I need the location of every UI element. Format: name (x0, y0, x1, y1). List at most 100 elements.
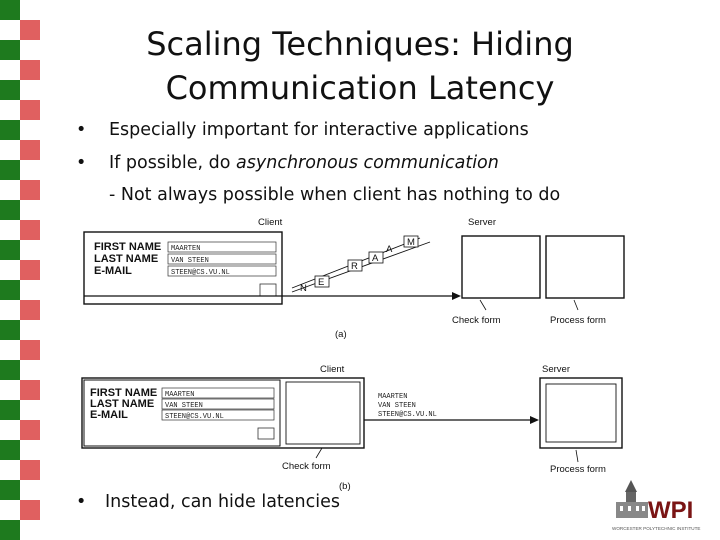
strip-square (0, 120, 20, 140)
strip-square (20, 380, 40, 400)
strip-square (20, 240, 40, 260)
strip-square (0, 520, 20, 540)
strip-square (0, 480, 20, 500)
diagram-a-small-button (259, 283, 277, 297)
strip-square (20, 140, 40, 160)
diagram-a-value-1: MAARTEN (171, 245, 200, 253)
diagram-a-client-label: Client (258, 217, 283, 228)
strip-square (20, 160, 40, 180)
diagram-b-msg-line-1: MAARTEN (378, 393, 407, 401)
strip-square (20, 60, 40, 80)
strip-square (0, 20, 20, 40)
diagram-a-letter-n: N (300, 283, 307, 294)
diagram-a-letter-a: A (372, 253, 379, 264)
bullet-text: Instead, can hide latencies (105, 492, 341, 512)
strip-square (0, 500, 20, 520)
diagram-a-letter-arrows: E R A M N A (291, 235, 431, 294)
strip-square (20, 460, 40, 480)
diagram-b-client-panel (285, 381, 361, 445)
strip-square (20, 220, 40, 240)
logo-wpi-text: WPI (648, 497, 693, 524)
strip-square (20, 80, 40, 100)
diagram-a: Client Server FIRST NAME LAST NAME E-MAI… (83, 217, 625, 340)
strip-square (0, 0, 20, 20)
diagram-a-field-3: E-MAIL (94, 265, 132, 277)
diagram-b-arrow-head (530, 416, 539, 424)
strip-square (20, 260, 40, 280)
diagram-b-value-2: VAN STEEN (165, 402, 203, 410)
decorative-strip (0, 0, 40, 540)
strip-square (20, 440, 40, 460)
diagram-b: Client Server FIRST NAME LAST NAME E-MAI… (81, 364, 623, 492)
diagram-b-msg-line-2: VAN STEEN (378, 402, 416, 410)
bullet-marker: • (76, 120, 87, 140)
strip-square (20, 320, 40, 340)
diagram-a-letter-box (314, 275, 330, 288)
diagram-b-field-1: FIRST NAME (90, 387, 157, 399)
strip-square (20, 520, 40, 540)
bullet-text-plain: If possible, do (109, 153, 237, 173)
strip-square (0, 100, 20, 120)
strip-square (20, 120, 40, 140)
bullet-text: Especially important for interactive app… (109, 120, 529, 140)
strip-square (20, 20, 40, 40)
strip-square (0, 180, 20, 200)
diagram-a-letter-m: M (407, 237, 415, 248)
bullet-marker: • (76, 492, 87, 512)
strip-square (20, 180, 40, 200)
diagram-a-input-3 (167, 265, 277, 277)
diagram-b-field-2: LAST NAME (90, 398, 154, 410)
strip-square (0, 260, 20, 280)
diagram-b-input-1 (161, 387, 275, 399)
diagram-b-server-label: Server (542, 364, 570, 375)
wpi-logo: WPI WORCESTER POLYTECHNIC INSTITUTE (612, 480, 700, 531)
diagram-a-letter-r: R (351, 261, 358, 272)
diagram-a-input-1 (167, 241, 277, 253)
diagram-b-small-button (257, 427, 275, 440)
diagram-b-process-form: Process form (550, 464, 606, 475)
diagram-a-check-form: Check form (452, 315, 501, 326)
strip-square (0, 360, 20, 380)
strip-square (0, 340, 20, 360)
diagram-a-value-3: STEEN@CS.VU.NL (171, 269, 230, 277)
strip-square (20, 300, 40, 320)
strip-square (0, 160, 20, 180)
diagram-b-msg-line-3: STEEN@CS.VU.NL (378, 411, 437, 419)
strip-square (0, 440, 20, 460)
diagram-a-arrow-head (452, 292, 461, 300)
title-line-2: Communication Latency (165, 69, 555, 107)
diagram-a-letter-e: E (318, 277, 324, 288)
diagram-a-caption: (a) (335, 329, 347, 340)
diagram-a-server-box-1 (461, 235, 541, 299)
strip-square (20, 100, 40, 120)
strip-square (20, 200, 40, 220)
diagram-a-field-1: FIRST NAME (94, 241, 161, 253)
bullet-marker: • (76, 153, 87, 173)
diagram-a-server-box-2 (545, 235, 625, 299)
strip-square (0, 280, 20, 300)
strip-square (20, 500, 40, 520)
strip-square (20, 340, 40, 360)
strip-square (0, 40, 20, 60)
diagram-b-value-1: MAARTEN (165, 391, 194, 399)
bullet-text: If possible, do asynchronous communicati… (109, 153, 499, 173)
strip-square (20, 420, 40, 440)
strip-square (0, 220, 20, 240)
sub-bullet: - Not always possible when client has no… (109, 185, 561, 205)
diagram-a-server-label: Server (468, 217, 496, 228)
strip-square (20, 280, 40, 300)
bullet-text-italic: asynchronous communication (236, 153, 499, 173)
strip-square (20, 0, 40, 20)
strip-square (0, 380, 20, 400)
diagram-b-input-3 (161, 409, 275, 421)
diagram-b-input-2 (161, 398, 275, 410)
diagram-b-server-panel (545, 383, 617, 443)
strip-square (20, 40, 40, 60)
strip-square (0, 460, 20, 480)
strip-square (0, 200, 20, 220)
diagram-b-field-3: E-MAIL (90, 409, 128, 421)
diagram-a-value-2: VAN STEEN (171, 257, 209, 265)
diagram-a-process-form: Process form (550, 315, 606, 326)
slide-title: Scaling Techniques: Hiding Communication… (100, 22, 620, 110)
